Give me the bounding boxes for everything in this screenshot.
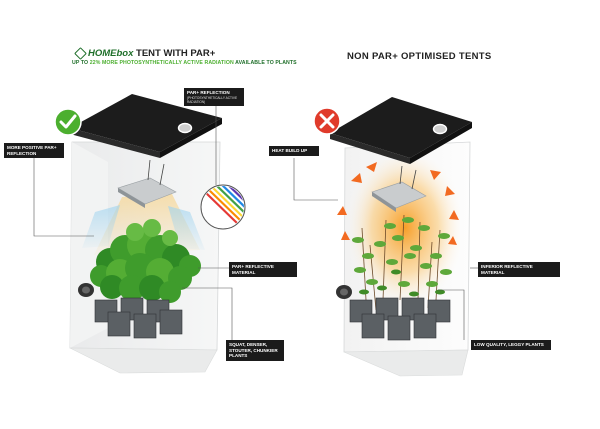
right-tent-roof bbox=[330, 97, 472, 158]
left-title: HOMEbox TENT WITH PAR+ bbox=[74, 47, 216, 60]
right-vent-port bbox=[432, 123, 448, 135]
left-bushy-plants bbox=[90, 219, 201, 303]
left-tent-floor bbox=[69, 347, 218, 374]
callout-more-positive-reflection: MORE POSITIVE PAR+ REFLECTION bbox=[4, 143, 64, 159]
check-icon bbox=[59, 114, 77, 129]
left-plant-pots bbox=[94, 297, 183, 339]
left-tent bbox=[33, 94, 246, 374]
check-badge bbox=[54, 108, 82, 136]
homebox-logo: HOMEbox bbox=[74, 47, 136, 60]
callout-squat-plants: SQUAT, DENSER, STOUTER, CHUNKIER PLANTS bbox=[226, 340, 284, 361]
left-tent-roof-edge bbox=[70, 128, 160, 158]
callout-par-reflection: PAR+ REFLECTION (PHOTOSYNTHETICALLY ACTI… bbox=[184, 88, 244, 106]
par-spectrum-inset bbox=[200, 184, 246, 230]
right-leader-lines bbox=[293, 158, 478, 340]
right-leggy-plants bbox=[352, 214, 452, 311]
callout-reflective-material: PAR+ REFLECTIVE MATERIAL bbox=[229, 262, 297, 278]
right-tent-floor bbox=[343, 349, 469, 377]
left-vent-port bbox=[177, 122, 193, 134]
left-leader-lines bbox=[33, 101, 233, 340]
left-title-text: TENT WITH PAR+ bbox=[136, 48, 216, 59]
heat-arrows bbox=[337, 162, 459, 245]
callout-inferior-material: INFERIOR REFLECTIVE MATERIAL bbox=[478, 262, 560, 278]
left-subtitle: UP TO 22% MORE PHOTOSYNTHETICALLY ACTIVE… bbox=[72, 60, 297, 66]
right-tent bbox=[293, 97, 478, 377]
left-tent-roof bbox=[70, 94, 222, 152]
callout-heat-build-up: HEAT BUILD UP bbox=[269, 146, 319, 156]
cross-badge bbox=[313, 107, 341, 135]
right-title: NON PAR+ OPTIMISED TENTS bbox=[347, 51, 492, 62]
callout-leggy-plants: LOW QUALITY, LEGGY PLANTS bbox=[471, 340, 551, 350]
cross-icon bbox=[319, 113, 335, 129]
right-plant-pots bbox=[349, 297, 451, 341]
